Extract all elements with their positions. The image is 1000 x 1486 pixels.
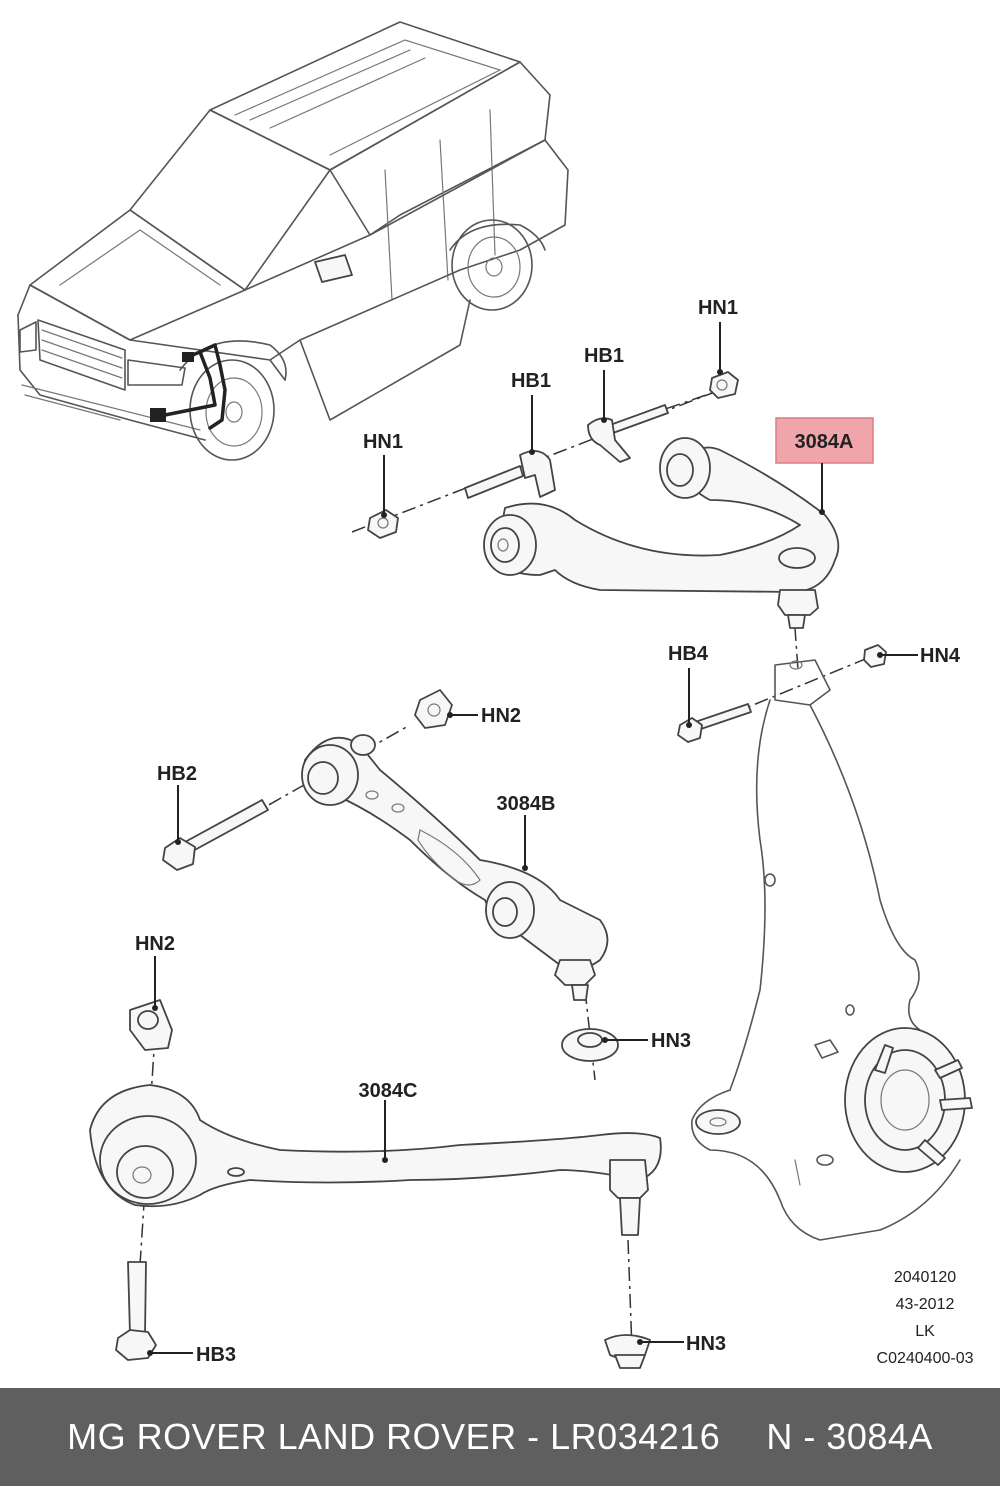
footer-brand-part-number: MG ROVER LAND ROVER - LR034216 (67, 1416, 721, 1457)
upper-control-arm-3084a (483, 437, 840, 629)
reference-line: 43-2012 (896, 1296, 955, 1313)
label-3084c: 3084C (359, 1080, 418, 1102)
bolt-hb1-left (464, 450, 556, 499)
label-hb4: HB4 (668, 643, 709, 665)
bolt-hb4 (677, 703, 752, 743)
vehicle-illustration (17, 21, 569, 461)
nut-hn4 (863, 644, 887, 668)
reference-line: C0240400-03 (877, 1350, 974, 1367)
label-hn2-upper: HN2 (481, 705, 521, 727)
nut-hn3-upper (561, 1028, 619, 1062)
footer-diagram-reference: N - 3084A (766, 1416, 933, 1457)
label-hn1-top: HN1 (698, 297, 738, 319)
reference-line: 2040120 (894, 1269, 956, 1286)
nut-hn2-upper (414, 689, 453, 729)
bolt-hb1-right (587, 404, 669, 463)
lower-arm-3084c (89, 1084, 662, 1236)
label-hn4: HN4 (920, 645, 961, 667)
exploded-parts-diagram: HN1 HB1 HB1 HN1 3084A HB4 HN4 HN2 HB2 30… (17, 21, 974, 1369)
lower-arm-3084b (301, 734, 609, 1001)
nut-hn1-left (367, 509, 399, 539)
part-3084a-highlight (775, 417, 874, 464)
leader-lines (150, 322, 918, 1354)
label-hb3: HB3 (196, 1344, 236, 1366)
reference-block: 2040120 43-2012 LK C0240400-03 (877, 1269, 974, 1367)
nut-hn2-lower (129, 999, 173, 1051)
label-3084a: 3084A (795, 431, 854, 453)
nut-hn3-lower (604, 1334, 651, 1369)
label-hn2-lower: HN2 (135, 933, 175, 955)
steering-knuckle (691, 659, 973, 1241)
label-hb1-right: HB1 (584, 345, 624, 367)
label-hb1-left: HB1 (511, 370, 551, 392)
nut-hn1-top (709, 371, 739, 399)
label-hn3-upper: HN3 (651, 1030, 691, 1052)
label-hn1-left: HN1 (363, 431, 403, 453)
reference-line: LK (915, 1323, 935, 1340)
bolt-hb3 (115, 1261, 157, 1361)
leader-dots (147, 369, 883, 1356)
footer-banner: MG ROVER LAND ROVER - LR034216 N - 3084A (0, 1388, 1000, 1486)
label-3084b: 3084B (497, 793, 556, 815)
bolt-hb2 (162, 799, 269, 871)
label-hn3-lower: HN3 (686, 1333, 726, 1355)
label-hb2: HB2 (157, 763, 197, 785)
